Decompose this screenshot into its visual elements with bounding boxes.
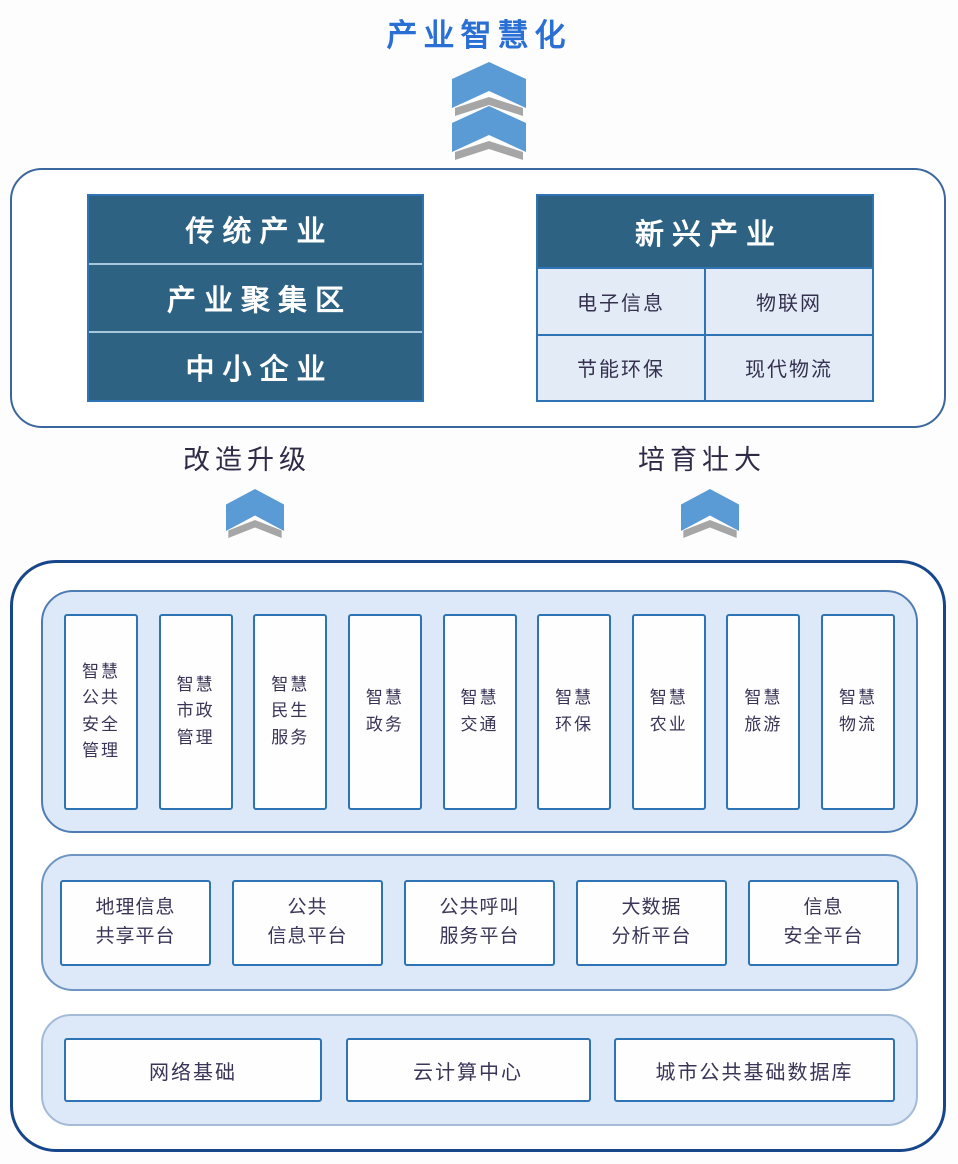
platform-box: 公共 信息平台 — [232, 879, 383, 966]
application-label: 智慧 农业 — [649, 688, 688, 734]
transform-upgrade-label: 改造升级 — [183, 445, 311, 475]
application-box: 智慧 环保 — [537, 613, 612, 810]
application-box: 智慧 旅游 — [726, 613, 801, 810]
chevron-unit — [452, 106, 526, 160]
traditional-industry-block: 传统产业 产业聚集区 中小企业 — [87, 194, 424, 402]
page-title: 产业智慧化 — [386, 18, 572, 53]
infrastructure-box: 云计算中心 — [345, 1038, 591, 1102]
chevron-unit — [681, 489, 739, 538]
chevron-up-icon — [681, 489, 739, 538]
emerging-industry-block: 新兴产业 电子信息 物联网 节能环保 现代物流 — [536, 194, 874, 402]
application-box: 智慧 农业 — [631, 613, 706, 810]
infrastructure-panel: 网络基础 云计算中心 城市公共基础数据库 — [41, 1014, 918, 1126]
emerging-header: 新兴产业 — [538, 196, 872, 267]
chevron-unit — [226, 489, 284, 538]
application-box: 智慧 交通 — [442, 613, 517, 810]
chevron-up-icon — [226, 489, 284, 538]
infrastructure-box: 网络基础 — [64, 1038, 322, 1102]
emerging-cell: 节能环保 — [538, 335, 704, 400]
platforms-panel: 地理信息 共享平台 公共 信息平台 公共呼叫 服务平台 大数据 分析平台 信息 … — [41, 854, 918, 991]
application-label: 智慧 环保 — [555, 688, 594, 734]
platform-box: 信息 安全平台 — [748, 879, 899, 966]
traditional-row: 产业聚集区 — [89, 262, 422, 332]
platform-label: 大数据 分析平台 — [611, 897, 692, 947]
application-label: 智慧 交通 — [460, 688, 499, 734]
application-box: 智慧 物流 — [821, 613, 895, 810]
application-label: 智慧 旅游 — [744, 688, 783, 734]
traditional-row: 传统产业 — [185, 216, 334, 249]
platform-label: 信息 安全平台 — [783, 897, 864, 947]
platform-label: 公共呼叫 服务平台 — [439, 897, 520, 947]
industries-container: 传统产业 产业聚集区 中小企业 新兴产业 电子信息 物联网 节能环保 现代物流 — [10, 168, 946, 428]
cultivate-grow-label: 培育壮大 — [638, 445, 766, 475]
application-box: 智慧 市政 管理 — [158, 613, 233, 810]
application-label: 智慧 市政 管理 — [176, 674, 215, 747]
platform-label: 地理信息 共享平台 — [95, 897, 176, 947]
application-box: 智慧 民生 服务 — [253, 613, 328, 810]
application-box: 智慧 政务 — [347, 613, 422, 810]
application-label: 智慧 公共 安全 管理 — [82, 661, 120, 760]
application-label: 智慧 政务 — [365, 688, 404, 734]
platform-label: 公共 信息平台 — [267, 897, 348, 947]
platform-box: 地理信息 共享平台 — [60, 879, 211, 966]
emerging-cell: 电子信息 — [538, 269, 704, 334]
platform-box: 公共呼叫 服务平台 — [404, 879, 555, 966]
application-label: 智慧 物流 — [839, 688, 877, 734]
infrastructure-label: 网络基础 — [149, 1061, 237, 1084]
platform-box: 大数据 分析平台 — [576, 879, 727, 966]
infrastructure-label: 云计算中心 — [413, 1061, 523, 1084]
smart-city-container: 智慧 公共 安全 管理 智慧 市政 管理 智慧 民生 服务 智慧 政务 智慧 交… — [10, 560, 946, 1152]
traditional-row: 中小企业 — [89, 331, 422, 400]
smart-applications-panel: 智慧 公共 安全 管理 智慧 市政 管理 智慧 民生 服务 智慧 政务 智慧 交… — [41, 590, 918, 833]
application-box: 智慧 公共 安全 管理 — [64, 613, 138, 810]
infrastructure-label: 城市公共基础数据库 — [655, 1061, 854, 1084]
application-label: 智慧 民生 服务 — [271, 674, 310, 747]
emerging-cell: 物联网 — [706, 269, 872, 334]
double-chevron-up-icon — [452, 62, 526, 160]
infrastructure-box: 城市公共基础数据库 — [614, 1038, 895, 1102]
emerging-cell: 现代物流 — [706, 335, 872, 400]
